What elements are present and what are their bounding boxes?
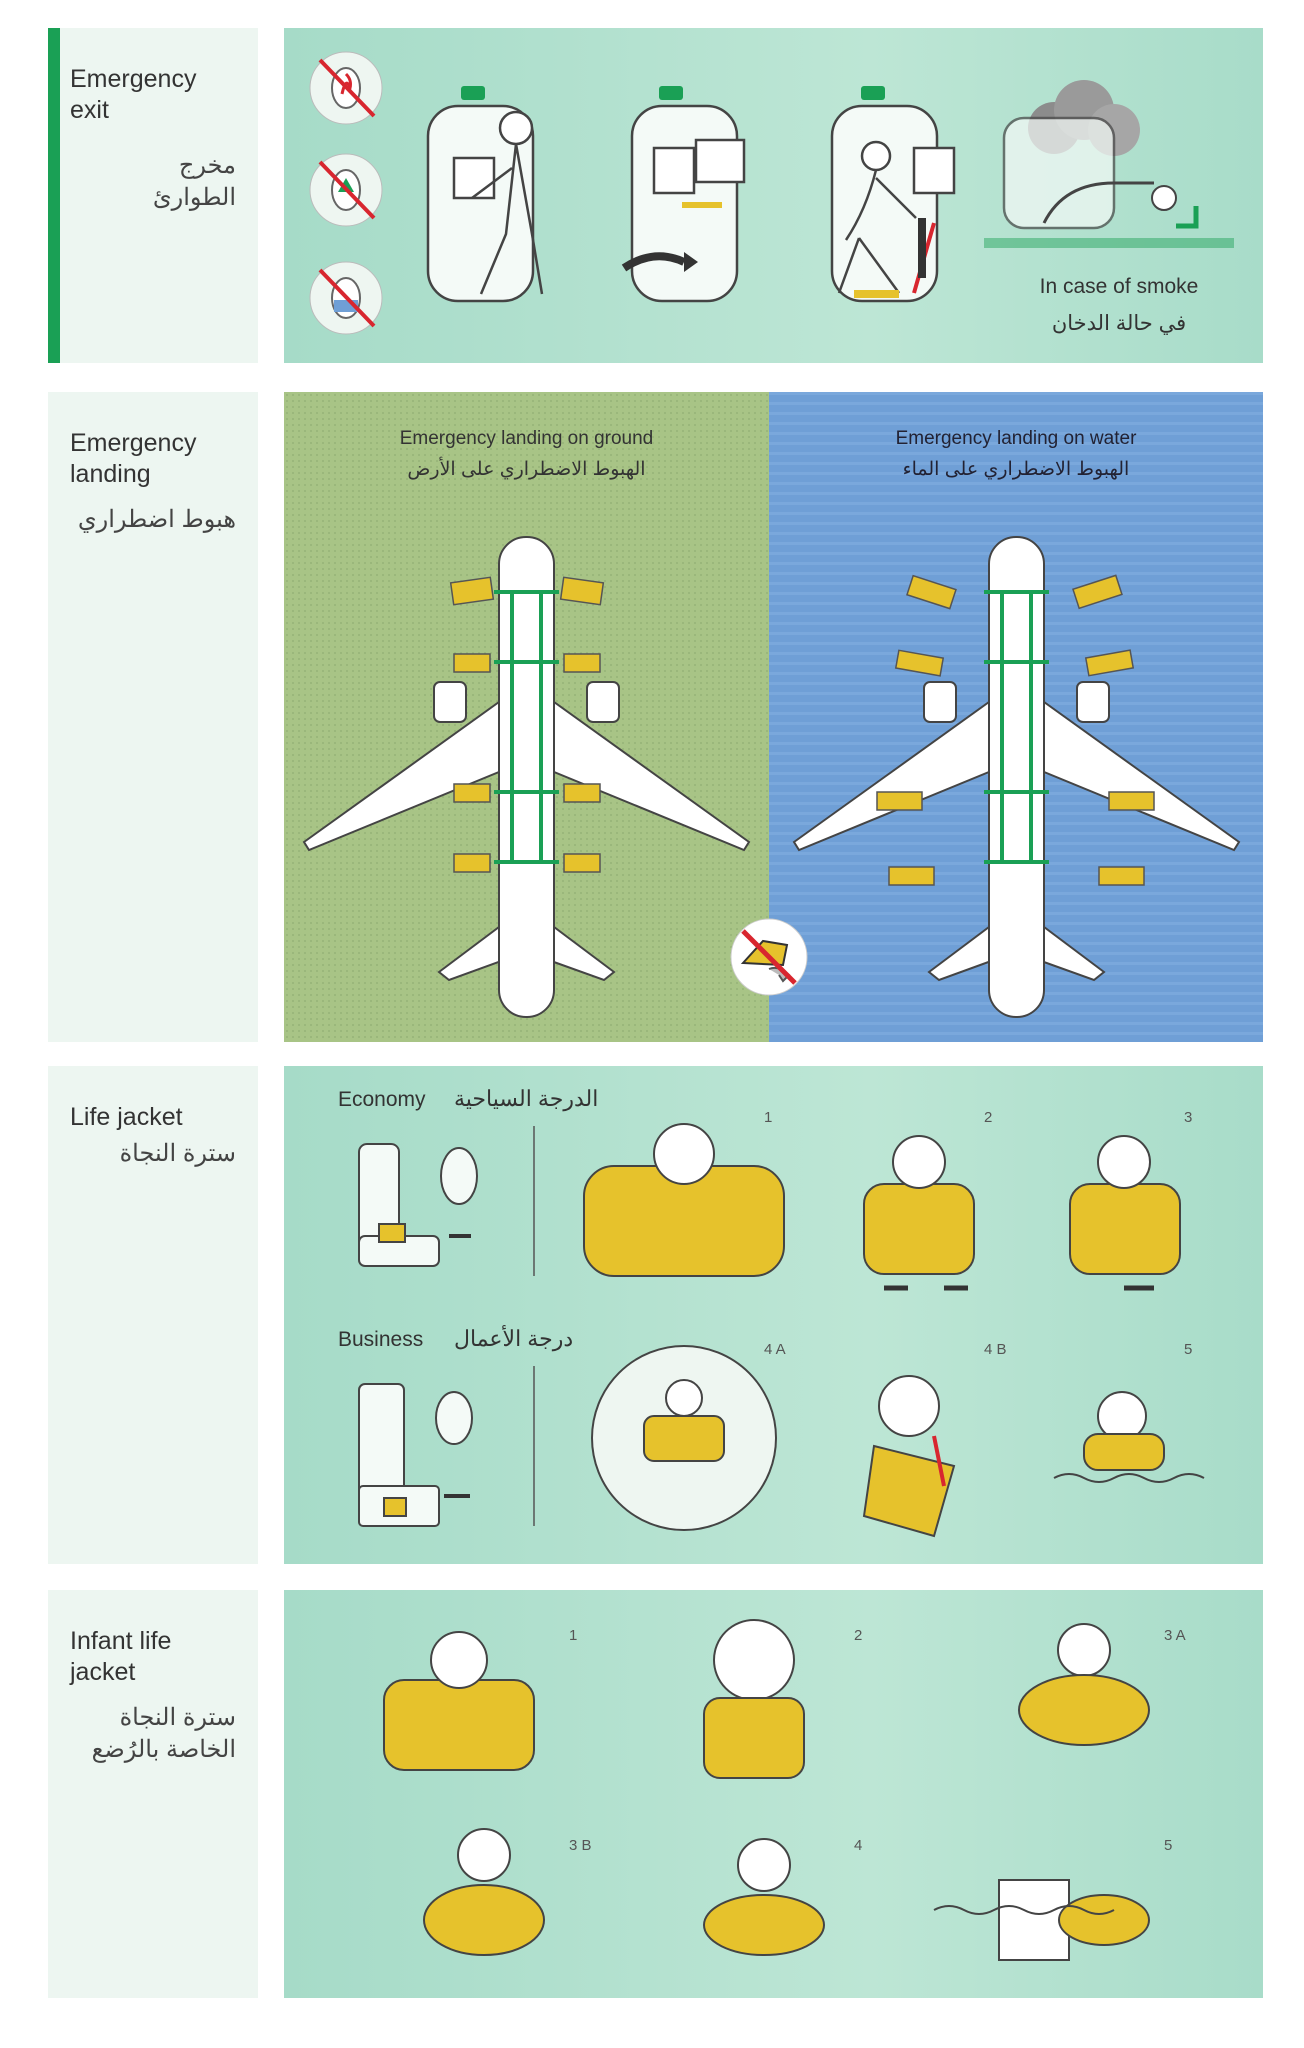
jacket-step-5-illustration [1053,1391,1205,1483]
panel-infant-life-jacket: 1 2 3 A 3 B 4 5 [284,1590,1263,1998]
infant-step-5-illustration [933,1879,1150,1961]
infant-step-label-5: 5 [1164,1837,1172,1854]
panel-emergency-exit: In case of smoke في حالة الدخان [284,28,1263,363]
economy-label-en: Economy [338,1088,426,1111]
economy-seat-illustration [358,1143,478,1267]
section-title-en: Emergency landing [70,429,197,488]
ground-caption-en: Emergency landing on ground [399,428,654,449]
jacket-step-1-illustration [583,1123,785,1277]
section-title-ar: مخرج الطوارئ [152,152,236,211]
label-infant-life-jacket: Infant life jacket سترة النجاة الخاصة با… [48,1590,258,1998]
step-label-4a: 4 A [764,1341,786,1358]
infant-step-2-illustration [703,1619,805,1779]
life-jacket-illustration: 1 2 3 4 A 4 B 5 [358,1109,1205,1538]
section-title-en: Emergency exit [70,65,197,124]
infant-step-label-1: 1 [569,1627,577,1644]
no-tree-icon [309,153,383,227]
step-label-4b: 4 B [984,1341,1007,1358]
water-caption-ar: الهبوط الاضطراري على الماء [902,459,1130,480]
smoke-caption-ar: في حالة الدخان [1052,312,1186,335]
aircraft-water-diagram [792,536,1241,1018]
infant-step-3b-illustration [423,1828,545,1956]
accent-bar [48,28,60,363]
jacket-step-4a-illustration [591,1345,777,1531]
step-label-1: 1 [764,1109,772,1126]
step-label-2: 2 [984,1109,992,1126]
infant-step-1-illustration [383,1631,535,1771]
step-label-3: 3 [1184,1109,1192,1126]
label-emergency-exit: Emergency exit مخرج الطوارئ [48,28,258,363]
economy-label-ar: الدرجة السياحية [454,1086,599,1111]
panel-life-jacket: Economy الدرجة السياحية Business درجة ال… [284,1066,1263,1564]
emergency-exit-illustration: In case of smoke في حالة الدخان [309,51,1234,335]
section-title-ar: هبوط اضطراري [77,506,236,533]
smoke-crawl-illustration: In case of smoke في حالة الدخان [984,80,1234,335]
door-step-3-illustration [830,86,956,303]
section-title-ar: سترة النجاة الخاصة بالرُضع [91,1704,236,1763]
no-water-icon [309,261,383,335]
jacket-step-2-illustration [863,1135,975,1291]
jacket-step-3-illustration [1069,1135,1181,1291]
water-landing-area: Emergency landing on water الهبوط الاضطر… [769,392,1263,1042]
section-title-ar: سترة النجاة [119,1140,236,1167]
step-label-5: 5 [1184,1341,1192,1358]
aircraft-ground-diagram [302,536,751,1018]
business-seat-illustration [358,1383,473,1527]
infant-step-label-2: 2 [854,1627,862,1644]
jacket-step-4b-illustration [862,1375,956,1538]
section-title-en: Life jacket [70,1103,183,1131]
water-caption-en: Emergency landing on water [895,428,1137,449]
no-high-heels-icon [730,918,808,996]
business-label-en: Business [338,1328,424,1351]
label-emergency-landing: Emergency landing هبوط اضطراري [48,392,258,1042]
infant-step-label-4: 4 [854,1837,862,1854]
smoke-caption-en: In case of smoke [1040,275,1199,298]
panel-emergency-landing: Emergency landing on ground الهبوط الاضط… [284,392,1263,1042]
infant-step-3a-illustration [1018,1623,1150,1746]
infant-step-label-3a: 3 A [1164,1627,1186,1644]
door-step-1-illustration [426,86,544,303]
label-life-jacket: Life jacket سترة النجاة [48,1066,258,1564]
infant-step-4-illustration [703,1838,825,1956]
no-fire-icon [309,51,383,125]
ground-landing-area: Emergency landing on ground الهبوط الاضط… [284,392,769,1042]
business-label-ar: درجة الأعمال [454,1326,574,1351]
section-title-en: Infant life jacket [70,1627,172,1686]
ground-caption-ar: الهبوط الاضطراري على الأرض [407,459,646,480]
door-step-2-illustration [621,86,746,303]
infant-step-label-3b: 3 B [569,1837,592,1854]
infant-jacket-illustration: 1 2 3 A 3 B 4 5 [383,1619,1186,1961]
